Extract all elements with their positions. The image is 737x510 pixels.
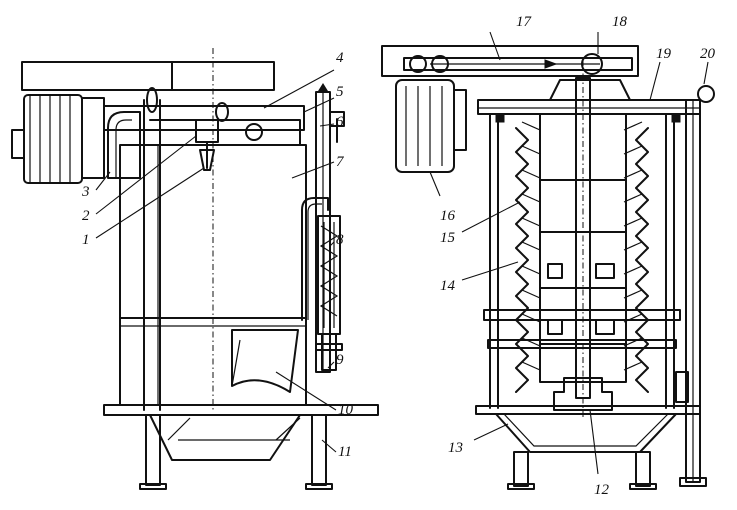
inlet-elbow	[107, 111, 141, 179]
pulley-top-right	[697, 85, 715, 103]
callout-3: 3	[81, 184, 90, 200]
callout-20: 20	[700, 46, 716, 62]
callout-18: 18	[612, 14, 628, 30]
callout-15: 15	[440, 230, 456, 246]
callout-13: 13	[448, 440, 463, 456]
callout-11: 11	[338, 444, 352, 460]
motor-left	[11, 94, 105, 184]
left-view	[11, 48, 379, 490]
leader-lines	[95, 31, 709, 475]
callout-5: 5	[336, 84, 344, 100]
central-shaft	[575, 60, 591, 420]
drive-cover-left	[21, 61, 275, 91]
callout-14: 14	[440, 278, 456, 294]
legs-right	[507, 451, 657, 490]
callout-labels: 2 3 1 4 5 6 7 8 9 10 11 12 13 14 15 16 1…	[81, 14, 716, 498]
legs-left	[139, 414, 333, 490]
bottom-bearing	[553, 377, 613, 411]
upper-frame	[149, 119, 301, 146]
callout-16: 16	[440, 208, 456, 224]
callout-9: 9	[336, 352, 344, 368]
right-view	[381, 45, 715, 490]
callout-8: 8	[336, 232, 344, 248]
motor-right	[395, 79, 467, 173]
heater-pipe	[301, 197, 343, 371]
drive-cover-right	[381, 45, 639, 77]
callout-17: 17	[516, 14, 533, 30]
callout-4: 4	[336, 50, 344, 66]
gearbox-housing	[103, 105, 305, 131]
drum-outer	[483, 113, 681, 409]
rotor-shelves-right	[623, 121, 649, 393]
callout-6: 6	[336, 114, 344, 130]
callout-1: 1	[82, 232, 90, 248]
right-column-right-view	[675, 99, 707, 487]
hopper-right	[475, 405, 701, 453]
callout-19: 19	[656, 46, 672, 62]
callout-2: 2	[82, 208, 90, 224]
callout-7: 7	[336, 154, 345, 170]
discharge-chute	[231, 329, 299, 393]
chain-drive	[403, 53, 633, 75]
inner-rotor	[539, 113, 627, 383]
callout-10: 10	[338, 402, 354, 418]
rotor-shelves-left	[515, 121, 541, 393]
callout-12: 12	[594, 482, 610, 498]
